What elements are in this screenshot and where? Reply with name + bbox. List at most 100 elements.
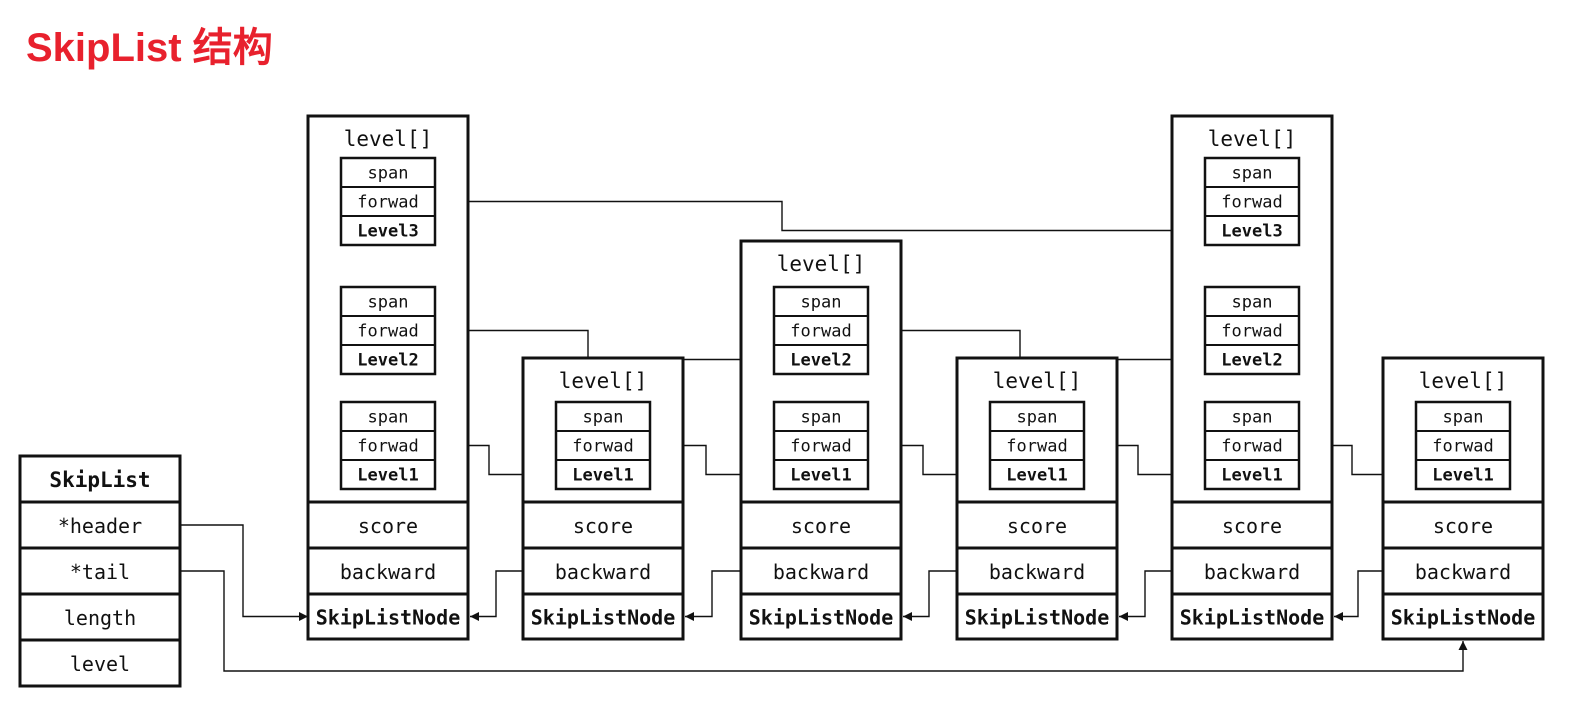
- backward-link-arrow: [1334, 570, 1383, 621]
- skiplist-name: SkipList: [49, 468, 150, 492]
- score-field: score: [1433, 514, 1493, 538]
- span-field: span: [368, 164, 409, 184]
- level-array-label: level[]: [559, 369, 648, 393]
- forward-field: forwad: [357, 322, 418, 342]
- forward-field: forwad: [790, 437, 851, 457]
- level-number: Level2: [1221, 351, 1282, 371]
- backward-field: backward: [989, 560, 1085, 584]
- span-field: span: [801, 293, 842, 313]
- level-box: [1203, 285, 1301, 376]
- span-field: span: [368, 293, 409, 313]
- level-array-label: level[]: [993, 369, 1082, 393]
- score-field: score: [1222, 514, 1282, 538]
- level-box: [772, 400, 870, 491]
- node-frame: [1170, 114, 1334, 641]
- forward-field: forwad: [790, 322, 851, 342]
- backward-field: backward: [773, 560, 869, 584]
- level-number: Level1: [572, 466, 633, 486]
- level-box: [339, 285, 437, 376]
- score-field: score: [791, 514, 851, 538]
- level-box: [988, 400, 1086, 491]
- forward-field: forwad: [1221, 193, 1282, 213]
- forward-field: forwad: [357, 437, 418, 457]
- level-number: Level2: [357, 351, 418, 371]
- span-field: span: [1017, 408, 1058, 428]
- backward-field: backward: [1204, 560, 1300, 584]
- node-type-label: SkipListNode: [1180, 606, 1325, 630]
- page-title: SkipList 结构: [26, 26, 273, 70]
- level-number: Level1: [1221, 466, 1282, 486]
- node-frame: [955, 356, 1119, 641]
- forward-field: forwad: [1221, 437, 1282, 457]
- backward-field: backward: [1415, 560, 1511, 584]
- level-number: Level3: [357, 222, 418, 242]
- node-type-label: SkipListNode: [1391, 606, 1536, 630]
- backward-link-arrow: [470, 570, 523, 621]
- level-number: Level2: [790, 351, 851, 371]
- forward-link-arrow: [868, 329, 1205, 364]
- level-array-label: level[]: [344, 127, 433, 151]
- span-field: span: [1232, 164, 1273, 184]
- header-pointer-arrow: [180, 524, 308, 621]
- level-number: Level3: [1221, 222, 1282, 242]
- level-number: Level1: [790, 466, 851, 486]
- node-type-label: SkipListNode: [749, 606, 894, 630]
- score-field: score: [573, 514, 633, 538]
- forward-field: forwad: [1432, 437, 1493, 457]
- tail-pointer-arrow: [180, 570, 1468, 672]
- node-frame: [1381, 356, 1545, 641]
- level-array-label: level[]: [777, 252, 866, 276]
- level-box: [339, 400, 437, 491]
- level-box: [1203, 156, 1301, 247]
- backward-field: backward: [340, 560, 436, 584]
- backward-link-arrow: [1119, 570, 1172, 621]
- span-field: span: [1443, 408, 1484, 428]
- backward-link-arrow: [903, 570, 957, 621]
- score-field: score: [1007, 514, 1067, 538]
- forward-link-arrow: [435, 200, 1205, 235]
- node-frame: [521, 356, 685, 641]
- skiplist-node: level[]scorebackwardSkipListNodespanforw…: [521, 356, 685, 641]
- node-type-label: SkipListNode: [965, 606, 1110, 630]
- level-box: [1414, 400, 1512, 491]
- node-type-label: SkipListNode: [531, 606, 676, 630]
- forward-link-arrow: [435, 329, 774, 364]
- level-number: Level1: [357, 466, 418, 486]
- forward-field: forwad: [572, 437, 633, 457]
- level-box: [554, 400, 652, 491]
- forward-field: forwad: [1006, 437, 1067, 457]
- forward-field: forwad: [357, 193, 418, 213]
- forward-field: forwad: [1221, 322, 1282, 342]
- span-field: span: [801, 408, 842, 428]
- level-array-label: level[]: [1419, 369, 1508, 393]
- span-field: span: [1232, 408, 1273, 428]
- level-number: Level1: [1432, 466, 1493, 486]
- skiplist-field: *tail: [70, 560, 130, 584]
- level-array-label: level[]: [1208, 127, 1297, 151]
- node-type-label: SkipListNode: [316, 606, 461, 630]
- level-box: [772, 285, 870, 376]
- backward-link-arrow: [685, 570, 741, 621]
- backward-field: backward: [555, 560, 651, 584]
- score-field: score: [358, 514, 418, 538]
